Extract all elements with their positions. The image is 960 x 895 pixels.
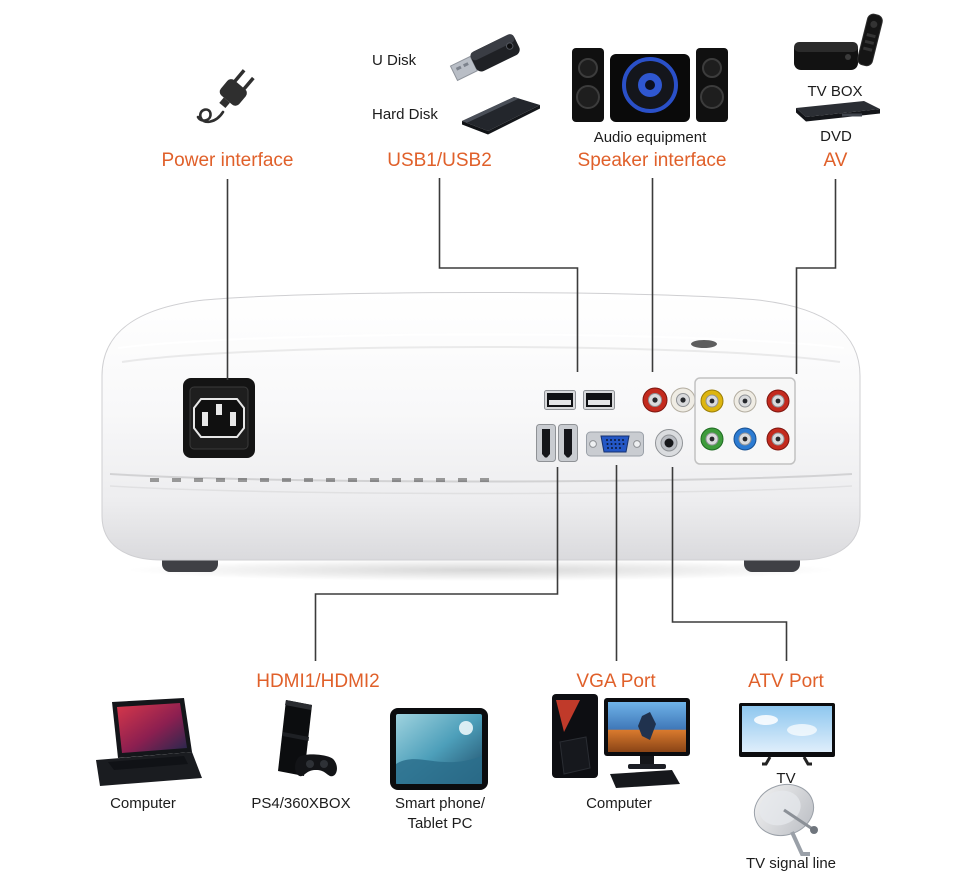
u-disk-icon	[438, 22, 533, 92]
ir-sensor-vent	[691, 340, 717, 348]
atv-coax-port	[654, 428, 684, 458]
av-label: AV	[823, 150, 848, 171]
audio-jack-white	[670, 387, 696, 413]
satellite-caption: TV signal line	[745, 855, 837, 872]
av-jack-red-top	[766, 389, 790, 413]
tv-caption: TV	[776, 770, 796, 787]
av-jack-white	[733, 389, 757, 413]
vga-port-label: VGA Port	[576, 671, 656, 692]
tv-icon	[736, 700, 838, 768]
usb1-usb2-label: USB1/USB2	[387, 150, 492, 171]
power-socket	[183, 378, 255, 458]
laptop-icon	[84, 696, 206, 792]
satellite-dish-icon	[744, 778, 836, 858]
vga-port	[586, 426, 644, 462]
laptop-caption: Computer	[110, 795, 176, 812]
tablet-caption-line2: Tablet PC	[407, 815, 473, 832]
tv-box-icon	[790, 12, 886, 80]
av-component-jack-panel	[694, 377, 796, 465]
tv-box-caption: TV BOX	[807, 83, 863, 100]
power-interface-label: Power interface	[161, 150, 294, 171]
tablet-icon	[388, 706, 490, 792]
dvd-caption: DVD	[820, 128, 852, 145]
audio-jack-red	[642, 387, 668, 413]
usb-port-1	[544, 390, 576, 410]
desktop-caption: Computer	[586, 795, 652, 812]
hdmi-port-2	[558, 424, 578, 462]
tablet-caption-line1: Smart phone/	[394, 795, 486, 812]
av-jack-green	[700, 427, 724, 451]
console-caption: PS4/360XBOX	[251, 795, 351, 812]
dvd-player-icon	[786, 96, 886, 126]
power-plug-icon	[196, 66, 262, 126]
hdmi-port-1	[536, 424, 556, 462]
desktop-computer-icon	[546, 690, 696, 792]
av-jack-blue	[733, 427, 757, 451]
ps4-console-icon	[252, 694, 356, 790]
speakers-icon	[566, 34, 734, 128]
hard-disk-icon	[448, 88, 548, 136]
av-jack-yellow	[700, 389, 724, 413]
av-jack-red-bottom	[766, 427, 790, 451]
u-disk-caption: U Disk	[372, 52, 417, 69]
audio-equipment-caption: Audio equipment	[593, 129, 707, 146]
hdmi1-hdmi2-label: HDMI1/HDMI2	[256, 671, 380, 692]
ground-shadow	[126, 559, 836, 581]
atv-port-label: ATV Port	[748, 671, 824, 692]
hard-disk-caption: Hard Disk	[372, 106, 438, 123]
speaker-interface-label: Speaker interface	[577, 150, 727, 171]
usb-port-2	[583, 390, 615, 410]
